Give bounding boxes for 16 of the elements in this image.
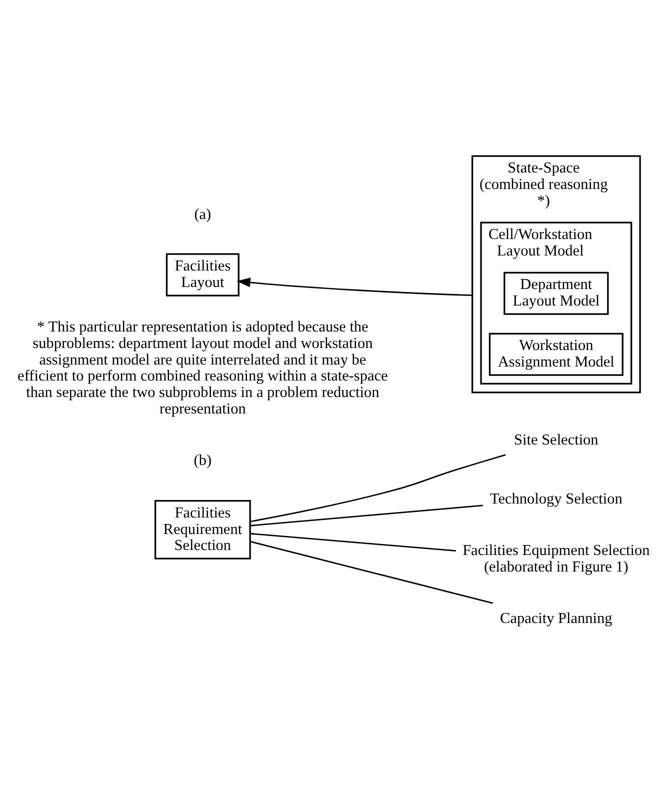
node-box: Workstation Assignment Model [488,332,624,376]
connector [250,504,483,526]
label: * This particular representation is adopted because the subproblems: department layout model and workstation assignment model are quite interrelated and it may be efficient to perform combined reasoning within a state-space than separate the two subproblems in a problem reduction representation [18,318,388,418]
node-text: Facilities Equipment Selection (elaborated in Figure 1) [462,542,650,576]
node-box: Facilities Layout [166,253,240,296]
node-box: Department Layout Model [504,272,609,315]
node-text: Technology Selection [490,490,622,508]
node-box: Facilities Requirement Selection [154,500,251,560]
connector [250,532,456,552]
connector [250,540,493,604]
node-text: Capacity Planning [500,610,612,628]
label: (b) [194,452,212,470]
node-text: Site Selection [514,431,598,448]
arrow [236,278,472,296]
label: (a) [194,206,212,223]
connector [250,454,506,522]
